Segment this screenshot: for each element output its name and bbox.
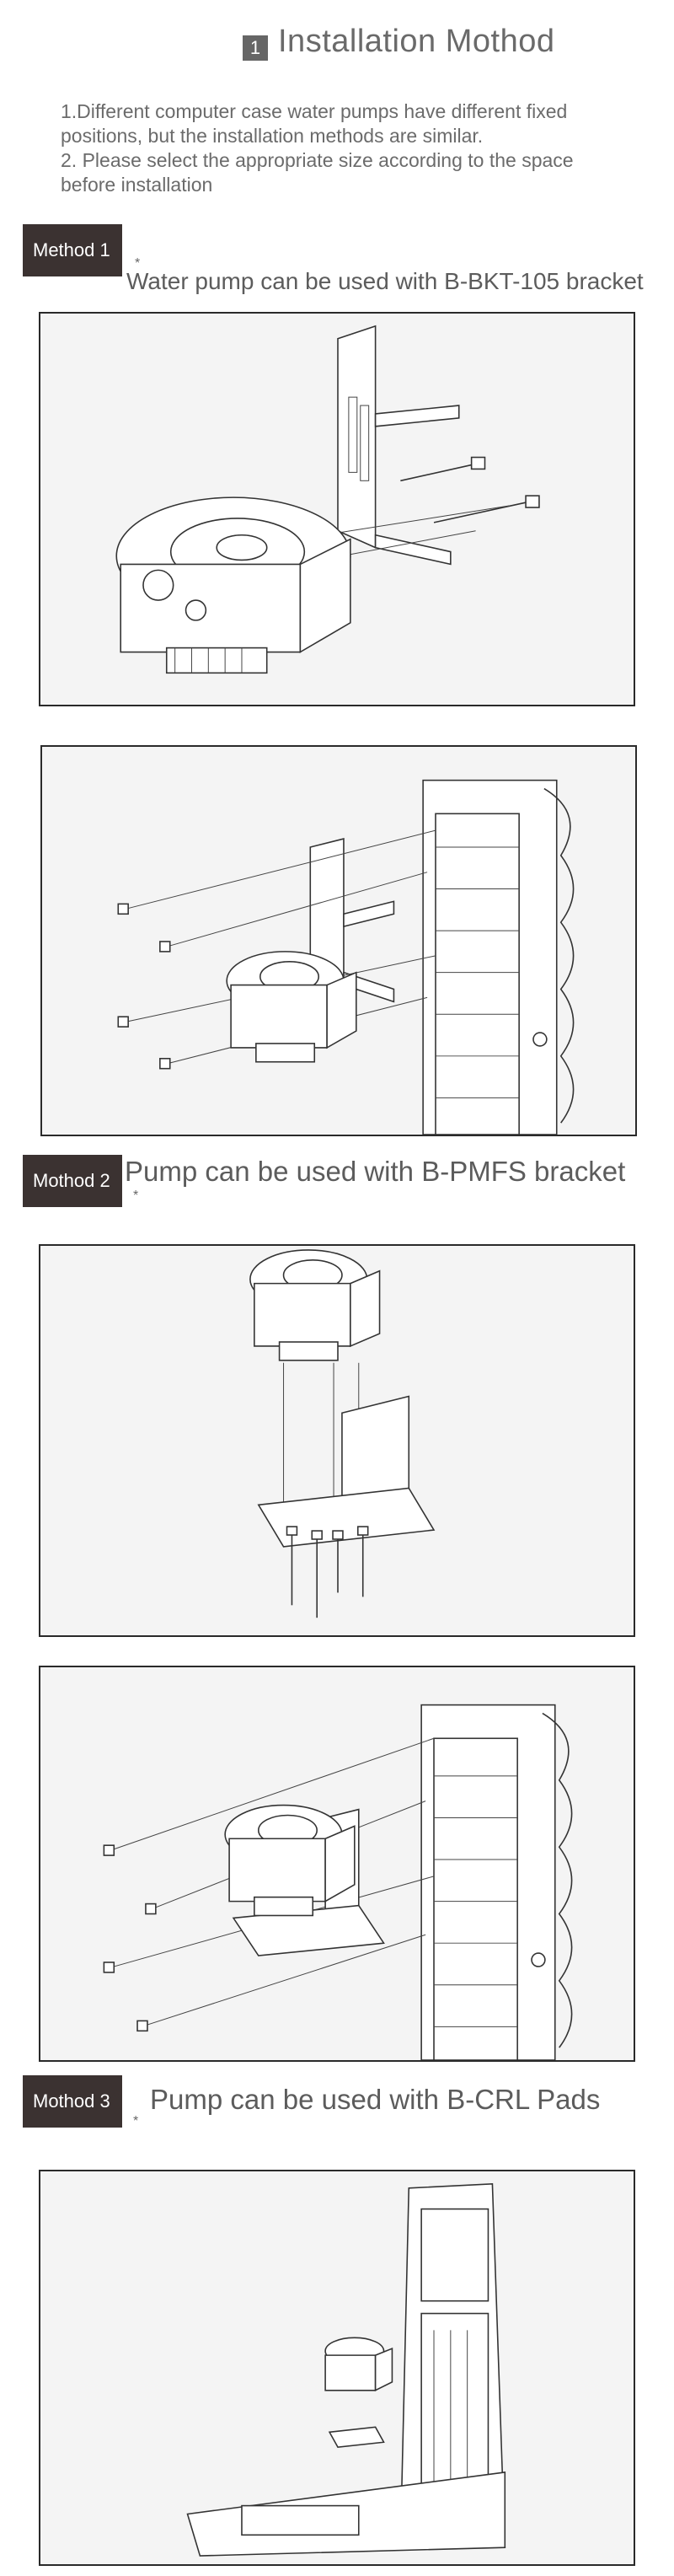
method-1-badge: Method 1: [23, 224, 122, 276]
installation-notes: 1.Different computer case water pumps ha…: [61, 99, 634, 197]
page-title: Installation Mothod: [278, 24, 555, 59]
method-3-star: *: [133, 2114, 139, 2128]
section-number-badge: 1: [243, 35, 268, 61]
method-2-text: Pump can be used with B-PMFS bracket: [125, 1156, 626, 1187]
note-1: 1.Different computer case water pumps ha…: [61, 100, 568, 147]
figure-5: [39, 2170, 635, 2566]
figure-3: [39, 1244, 635, 1637]
figure-1: [39, 312, 635, 706]
radiator-mesh: [436, 846, 520, 1098]
method-2-badge: Mothod 2: [23, 1155, 122, 1207]
figure-1-illustration: [115, 325, 540, 674]
figure-3-illustration: [249, 1249, 436, 1618]
method-1-text: Water pump can be used with B-BKT-105 br…: [126, 268, 644, 294]
figure-2: [40, 745, 637, 1136]
method-3-text: Pump can be used with B-CRL Pads: [150, 2084, 601, 2115]
figure-5-illustration: [186, 2183, 506, 2557]
figure-2-illustration: [117, 779, 575, 1135]
method-3-badge: Mothod 3: [23, 2075, 122, 2128]
method-2-star: *: [133, 1189, 139, 1203]
figure-4-illustration: [103, 1704, 573, 2060]
brand-logo-icon: [532, 1032, 548, 1047]
figure-4: [39, 1666, 635, 2062]
note-2: 2. Please select the appropriate size ac…: [61, 149, 574, 196]
method-1-star: *: [135, 256, 141, 271]
